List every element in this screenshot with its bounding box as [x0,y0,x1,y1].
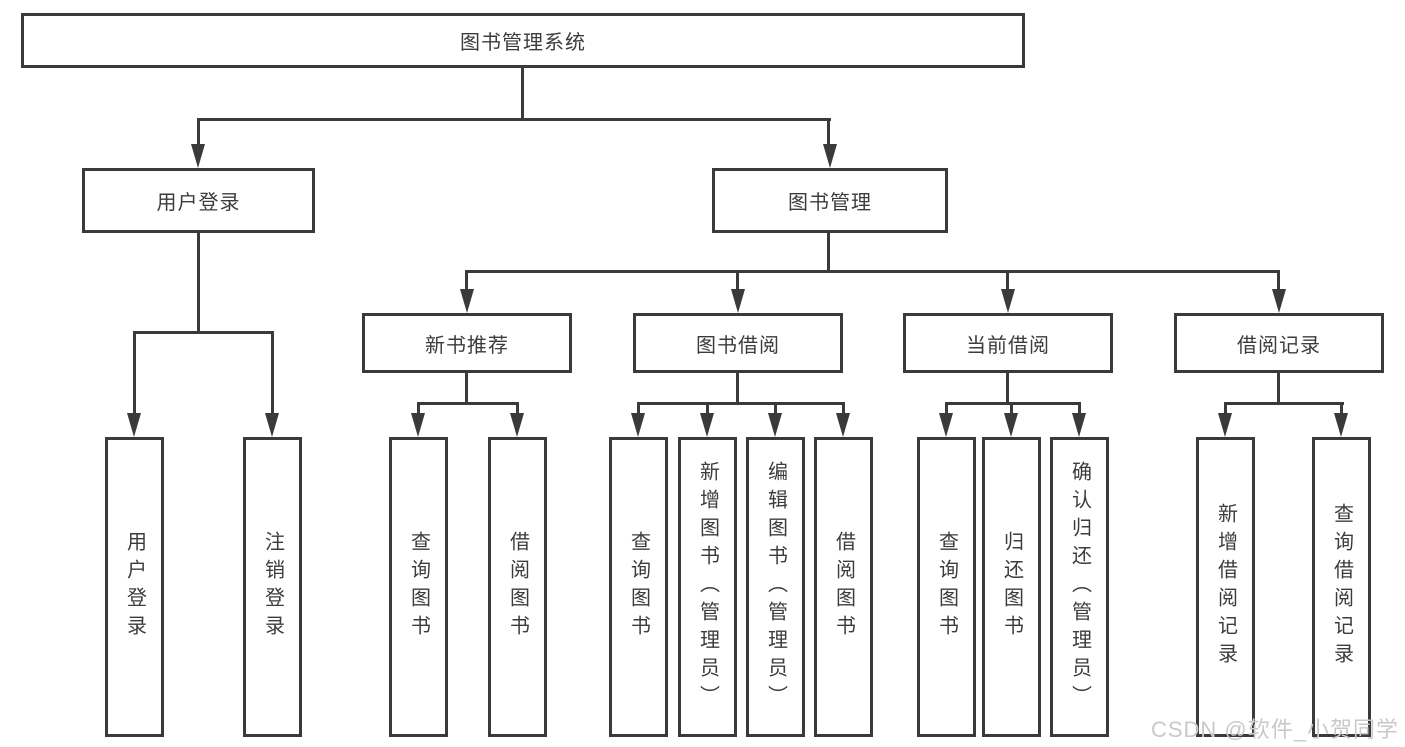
connector-stem-current-leaf3 [1078,402,1081,416]
connector-root-rail [197,118,831,121]
leaf-query-books-current: 查询图书 [917,437,976,737]
connector-stem-current-leaf2 [1010,402,1013,416]
node-current-borrow: 当前借阅 [903,313,1113,373]
connector-stem-book-borrow [736,270,739,292]
leaf-add-borrow-record: 新增借阅记录 [1196,437,1255,737]
connector-stem-leaf-logout [271,331,274,415]
connector-stem-recommend-leaf2 [516,402,519,416]
connector-book-management-stem [827,233,830,273]
connector-stem-borrow-records [1277,270,1280,292]
watermark: CSDN @软件_小贺同学 [1150,717,1399,742]
leaf-query-books-recommend: 查询图书 [389,437,448,737]
connector-recommend-stem [465,373,468,405]
arrowhead-borrow-leaf1 [631,413,645,437]
arrowhead-current-borrow [1001,289,1015,313]
connector-stem-borrow-leaf1 [637,402,640,416]
arrowhead-borrow-leaf4 [836,413,850,437]
leaf-borrow-books: 借阅图书 [814,437,873,737]
arrowhead-new-book-recommend [460,289,474,313]
connector-records-rail [1224,402,1344,405]
node-root: 图书管理系统 [21,13,1025,68]
leaf-logout: 注销登录 [243,437,302,737]
node-user-login: 用户登录 [82,168,315,233]
connector-stem-current-leaf1 [945,402,948,416]
arrowhead-borrow-records [1272,289,1286,313]
leaf-edit-books-admin: 编辑图书（管理员） [746,437,805,737]
connector-stem-records-leaf2 [1340,402,1343,416]
node-borrow-records: 借阅记录 [1174,313,1384,373]
arrowhead-records-leaf1 [1218,413,1232,437]
leaf-confirm-return-admin: 确认归还（管理员） [1050,437,1109,737]
leaf-add-books-admin: 新增图书（管理员） [678,437,737,737]
arrowhead-current-leaf2 [1004,413,1018,437]
arrowhead-current-leaf1 [939,413,953,437]
arrowhead-user-login [191,144,205,168]
connector-stem-borrow-leaf2 [706,402,709,416]
connector-stem-new-book-recommend [465,270,468,292]
connector-current-stem [1006,373,1009,405]
connector-stem-leaf-user-login [133,331,136,415]
leaf-query-borrow-record: 查询借阅记录 [1312,437,1371,737]
arrowhead-borrow-leaf3 [768,413,782,437]
arrowhead-leaf-user-login [127,413,141,437]
connector-stem-borrow-leaf4 [842,402,845,416]
connector-borrow-rail [637,402,845,405]
node-book-borrow: 图书借阅 [633,313,843,373]
arrowhead-recommend-leaf2 [510,413,524,437]
node-new-book-recommend: 新书推荐 [362,313,572,373]
arrowhead-leaf-logout [265,413,279,437]
connector-stem-recommend-leaf1 [417,402,420,416]
connector-user-login-stem [197,233,200,334]
connector-book-management-rail [465,270,1280,273]
connector-recommend-rail [417,402,519,405]
arrowhead-book-borrow [731,289,745,313]
arrowhead-records-leaf2 [1334,413,1348,437]
leaf-return-books: 归还图书 [982,437,1041,737]
arrowhead-borrow-leaf2 [700,413,714,437]
connector-stem-current-borrow [1006,270,1009,292]
node-book-management: 图书管理 [712,168,948,233]
leaf-query-books-borrow: 查询图书 [609,437,668,737]
arrowhead-book-management [823,144,837,168]
leaf-borrow-books-recommend: 借阅图书 [488,437,547,737]
connector-stem-borrow-leaf3 [774,402,777,416]
connector-current-rail [945,402,1081,405]
leaf-user-login: 用户登录 [105,437,164,737]
connector-stem-book-management [827,118,830,148]
connector-records-stem [1277,373,1280,405]
arrowhead-current-leaf3 [1072,413,1086,437]
connector-root-stem [521,68,524,120]
connector-stem-user-login [197,118,200,148]
arrowhead-recommend-leaf1 [411,413,425,437]
connector-user-login-rail [133,331,274,334]
connector-borrow-stem [736,373,739,405]
connector-stem-records-leaf1 [1224,402,1227,416]
